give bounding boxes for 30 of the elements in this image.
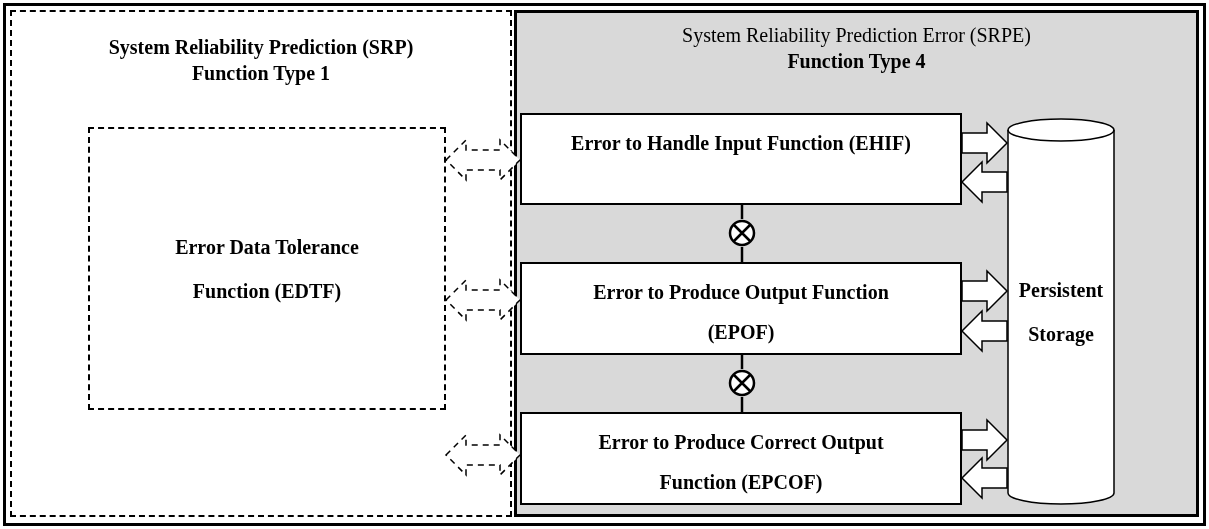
block-arrow (444, 433, 522, 477)
block-arrow (960, 160, 1008, 204)
node-label: Error to Produce Output Function (EPOF) (592, 280, 890, 346)
node-label: Error Data Tolerance Function (EDTF) (174, 234, 360, 305)
node-label: Persistent Storage (1017, 277, 1105, 348)
process-box (520, 113, 962, 205)
dashed-box (88, 127, 446, 410)
multiply-circle (728, 219, 756, 247)
shaded-panel (514, 10, 1199, 517)
block-arrow (960, 309, 1008, 353)
block-arrow (961, 121, 1009, 165)
dashed-panel (10, 10, 512, 517)
connector-line (740, 397, 744, 412)
block-arrow (444, 278, 522, 322)
node-label: Error to Handle Input Function (EHIF) (571, 131, 911, 157)
block-arrow (961, 269, 1009, 313)
connector-line (740, 355, 744, 369)
connector-line (740, 247, 744, 262)
block-arrow (444, 138, 522, 182)
panel-heading: System Reliability Prediction (SRP) (108, 35, 414, 60)
panel-heading: Function Type 4 (787, 49, 926, 74)
block-arrow (961, 418, 1009, 462)
multiply-circle (728, 369, 756, 397)
node-label: Error to Produce Correct Output Function (EPCOF) (597, 430, 885, 496)
block-arrow (960, 456, 1008, 500)
process-box (520, 262, 962, 355)
connector-line (740, 205, 744, 219)
process-box (520, 412, 962, 505)
panel-heading: System Reliability Prediction Error (SRPE) (682, 23, 1031, 48)
panel-heading: Function Type 1 (191, 61, 331, 86)
